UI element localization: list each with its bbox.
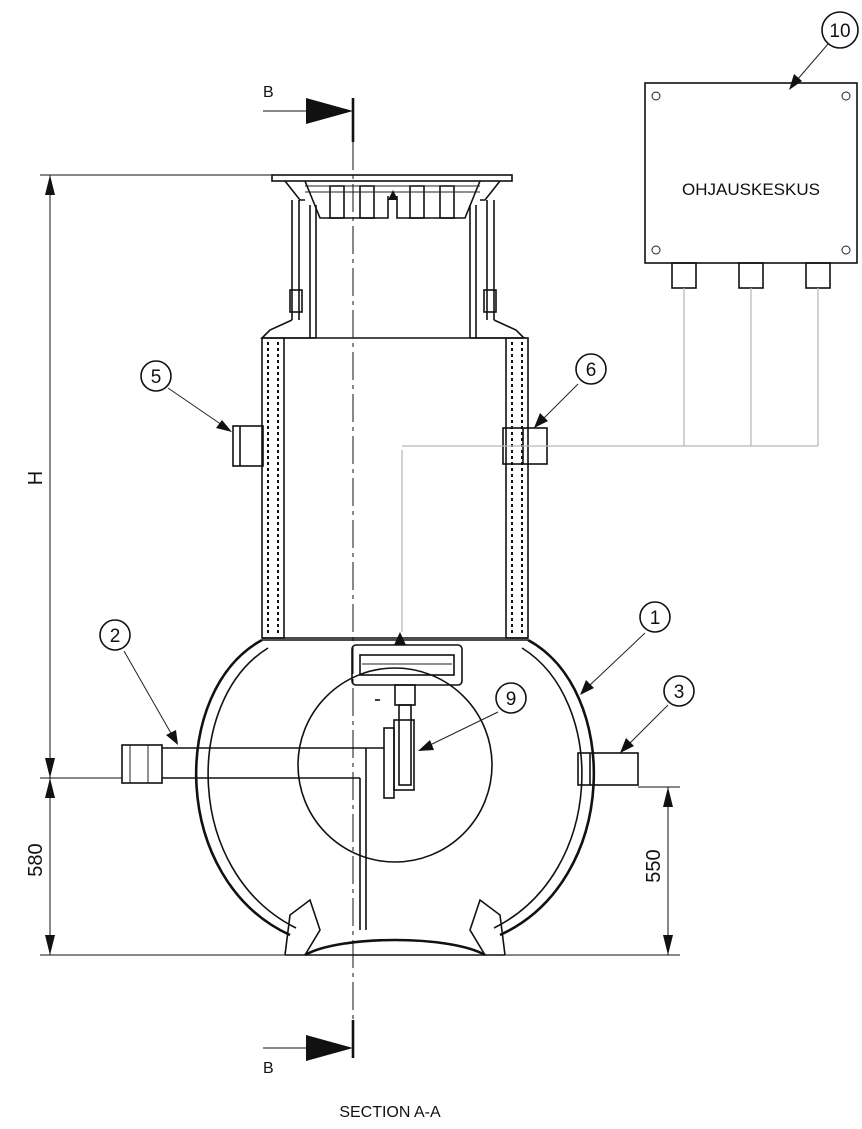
pump-valve-assembly [351,450,463,799]
callout-9-text: 9 [506,689,517,710]
dimension-lines [40,174,680,956]
callout-2-text: 2 [110,626,121,647]
manhole-lid [271,174,513,219]
section-marker-bottom: B [263,1060,274,1077]
section-line [263,98,355,1061]
dimension-580: 580 [25,843,47,876]
callout-2: 2 [99,619,131,651]
callout-1: 1 [639,601,671,633]
outlet-pipe [577,752,639,786]
callout-leaders [123,43,829,753]
callout-6: 6 [575,353,607,385]
control-box-label: OHJAUSKESKUS [682,180,820,199]
inlet-pipe [121,744,384,930]
section-marker-top: B [263,84,274,101]
callout-3: 3 [663,675,695,707]
callout-1-text: 1 [650,608,661,629]
callout-5: 5 [140,360,172,392]
callout-10: 10 [821,11,859,49]
pipe-connection-5 [232,425,264,467]
dimension-550: 550 [643,849,665,882]
callout-6-text: 6 [586,360,597,381]
section-title: SECTION A-A [339,1104,441,1121]
riser-shaft [260,200,526,339]
callout-10-text: 10 [829,21,850,42]
control-box [402,82,858,447]
corrugated-tank-body [261,337,529,639]
callout-9: 9 [495,682,527,714]
callout-3-text: 3 [674,682,685,703]
callout-5-text: 5 [151,367,162,388]
dimension-h: H [25,471,47,485]
